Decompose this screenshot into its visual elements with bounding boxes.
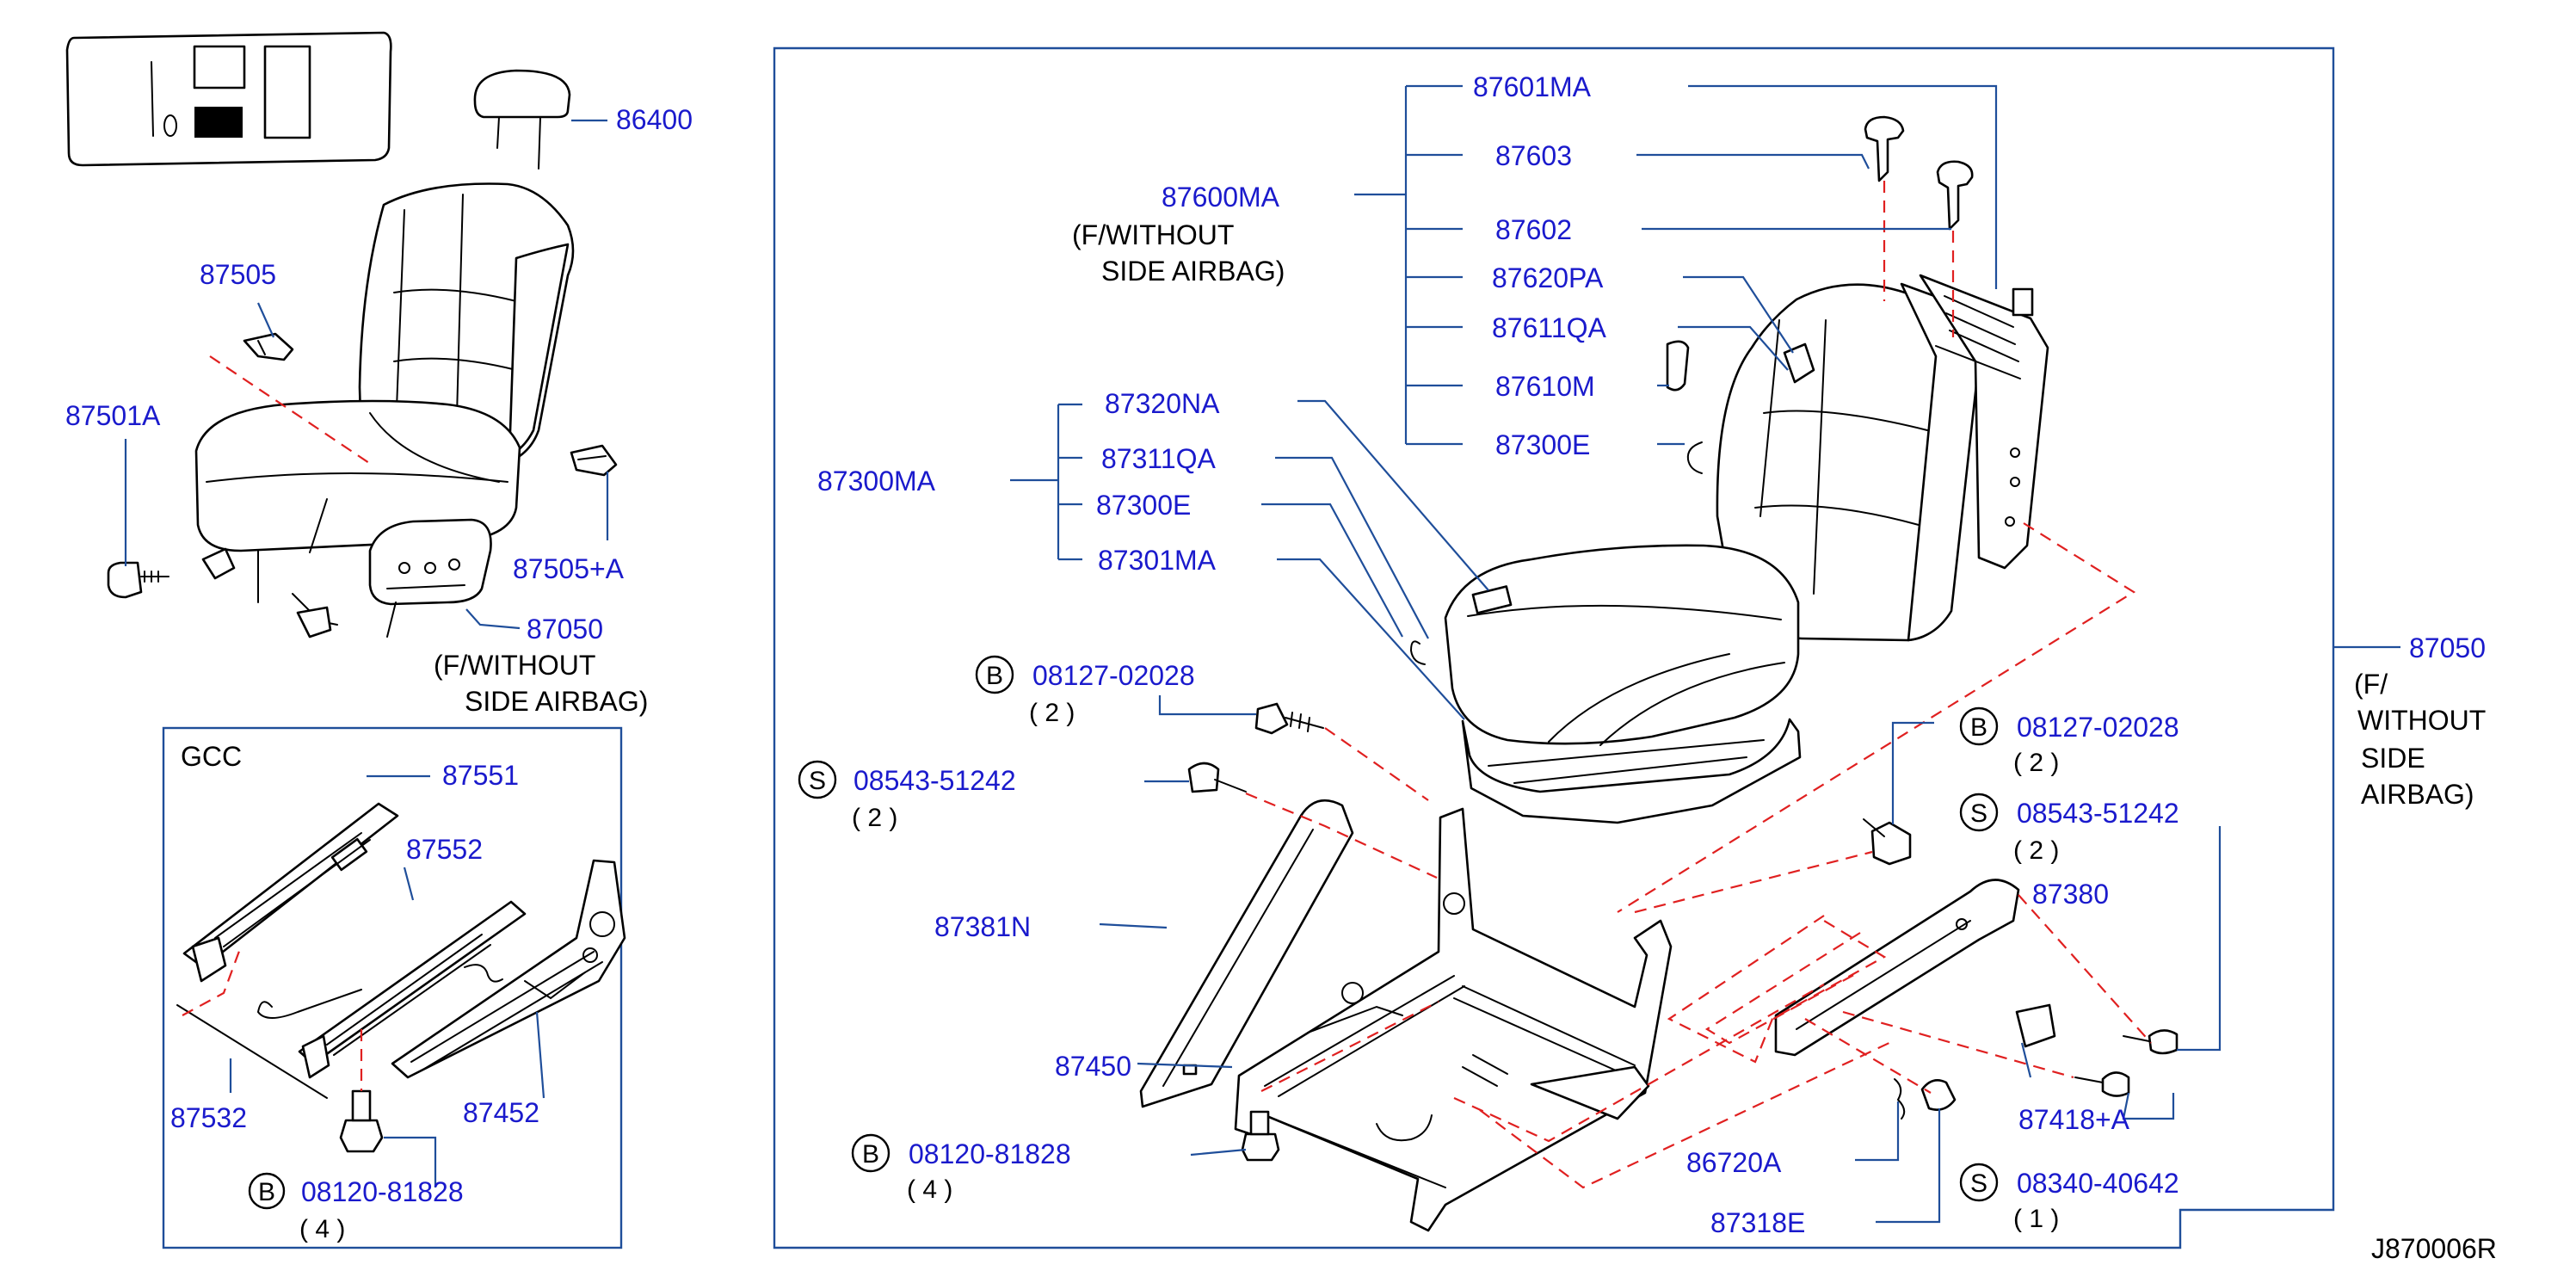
seat-cushion-illustration — [1409, 544, 1802, 824]
diagram-reference-id: J870006R — [2371, 1233, 2497, 1264]
seat-frame-illustration — [1139, 702, 2179, 1232]
main-assembly-frame — [773, 46, 2335, 1249]
dashed-link-87505 — [209, 355, 373, 466]
label-87050-left[interactable]: 87050 — [527, 614, 603, 645]
qty-08543-51242-b: ( 2 ) — [2013, 836, 2059, 865]
qty-08127-02028-a: ( 2 ) — [1029, 699, 1075, 727]
label-08340-40642[interactable]: 08340-40642 — [2017, 1168, 2179, 1199]
note-f-right-3: SIDE — [2361, 743, 2425, 774]
label-87610M[interactable]: 87610M — [1495, 371, 1595, 402]
seat-back-illustration — [1666, 115, 2049, 642]
label-86400[interactable]: 86400 — [616, 104, 693, 135]
label-87620PA[interactable]: 87620PA — [1492, 262, 1604, 293]
screw-symbol-s-2-letter: S — [1970, 799, 1987, 828]
label-08120-81828-gcc[interactable]: 08120-81828 — [301, 1176, 464, 1207]
label-08543-51242-b[interactable]: 08543-51242 — [2017, 798, 2179, 829]
note-f-right-2: WITHOUT — [2357, 705, 2486, 736]
qty-08127-02028-b: ( 2 ) — [2013, 749, 2059, 777]
note-side-airbag-right-group: SIDE AIRBAG) — [1101, 256, 1285, 287]
label-87505[interactable]: 87505 — [200, 259, 276, 290]
bolt-symbol-b-3 — [1959, 706, 1999, 746]
qty-08543-51242-a: ( 2 ) — [852, 804, 897, 832]
assembly-dashed-lines — [1245, 727, 2152, 1189]
bolt-symbol-b-gcc — [248, 1172, 286, 1210]
gcc-parts-illustration — [176, 802, 626, 1153]
bolt-symbol-b-2-letter: B — [862, 1140, 879, 1169]
label-87300E-top[interactable]: 87300E — [1495, 429, 1590, 460]
label-87380[interactable]: 87380 — [2032, 879, 2109, 910]
label-87301MA[interactable]: 87301MA — [1098, 545, 1217, 576]
screw-symbol-s-1-letter: S — [809, 767, 826, 795]
label-87603[interactable]: 87603 — [1495, 140, 1572, 171]
qty-08120-81828-main: ( 4 ) — [907, 1175, 952, 1204]
label-87050-right[interactable]: 87050 — [2409, 632, 2486, 663]
right-leaders — [1010, 84, 2400, 1224]
complete-seat-illustration — [107, 69, 618, 638]
label-87600MA[interactable]: 87600MA — [1162, 182, 1280, 213]
label-87532[interactable]: 87532 — [170, 1102, 247, 1133]
left-leaders — [124, 119, 609, 630]
label-08127-02028-a[interactable]: 08127-02028 — [1032, 660, 1195, 691]
label-87318E[interactable]: 87318E — [1710, 1207, 1805, 1238]
label-87552[interactable]: 87552 — [406, 834, 483, 865]
bolt-symbol-b-2 — [851, 1133, 891, 1173]
label-87311QA[interactable]: 87311QA — [1101, 443, 1217, 474]
label-87551[interactable]: 87551 — [442, 760, 519, 791]
label-87601MA[interactable]: 87601MA — [1473, 71, 1592, 102]
gcc-inset-frame — [162, 726, 623, 1249]
bolt-symbol-b-1-letter: B — [986, 662, 1003, 690]
vehicle-location-thumbnail — [65, 31, 392, 167]
screw-symbol-s-2 — [1959, 793, 1999, 832]
label-87505-plus-a[interactable]: 87505+A — [513, 553, 625, 584]
label-86720A[interactable]: 86720A — [1686, 1147, 1782, 1178]
qty-08340-40642: ( 1 ) — [2013, 1205, 2059, 1233]
bolt-symbol-b-gcc-letter: B — [258, 1178, 275, 1206]
note-side-airbag-left: SIDE AIRBAG) — [465, 686, 648, 717]
bolt-symbol-b-3-letter: B — [1970, 713, 1987, 742]
label-08127-02028-b[interactable]: 08127-02028 — [2017, 712, 2179, 743]
gcc-heading: GCC — [181, 741, 242, 772]
screw-symbol-s-3-letter: S — [1970, 1169, 1987, 1198]
dashed-link-backframe — [1617, 522, 2136, 913]
label-87300E[interactable]: 87300E — [1096, 490, 1191, 521]
note-f-right-4: AIRBAG) — [2361, 779, 2474, 810]
label-87602[interactable]: 87602 — [1495, 214, 1572, 245]
note-f-right-1: (F/ — [2354, 669, 2388, 700]
screw-symbol-s-1 — [798, 760, 837, 799]
label-87452[interactable]: 87452 — [463, 1097, 539, 1128]
label-87300MA[interactable]: 87300MA — [817, 466, 936, 497]
label-87418-plus-a[interactable]: 87418+A — [2018, 1104, 2130, 1135]
note-f-without-right-group: (F/WITHOUT — [1072, 219, 1234, 250]
label-08543-51242-a[interactable]: 08543-51242 — [854, 765, 1016, 796]
gcc-leaders — [229, 774, 545, 1188]
qty-08120-81828-gcc: ( 4 ) — [299, 1215, 345, 1243]
note-f-without-left: (F/WITHOUT — [434, 650, 595, 681]
label-87611QA[interactable]: 87611QA — [1492, 312, 1607, 343]
screw-symbol-s-3 — [1959, 1163, 1999, 1202]
label-87381N[interactable]: 87381N — [934, 911, 1031, 942]
label-87320NA[interactable]: 87320NA — [1105, 388, 1220, 419]
label-87501A[interactable]: 87501A — [65, 400, 161, 431]
label-08120-81828-main[interactable]: 08120-81828 — [909, 1138, 1071, 1169]
label-87450[interactable]: 87450 — [1055, 1051, 1131, 1082]
dashed-link-gcc-a — [182, 946, 243, 1016]
bolt-symbol-b-1 — [975, 655, 1014, 694]
